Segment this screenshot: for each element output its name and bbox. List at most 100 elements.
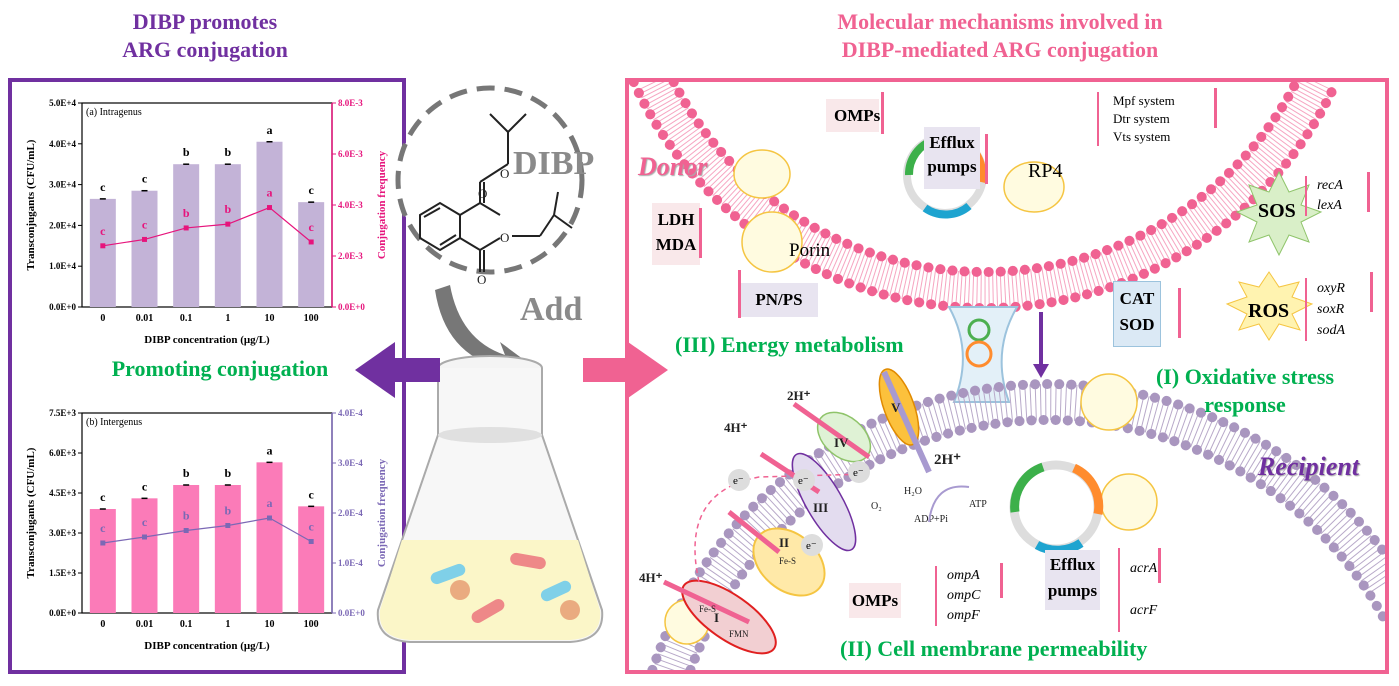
- y-axis-label: Transconjugants (CFU/mL): [25, 447, 37, 578]
- electron-path: [694, 473, 870, 583]
- x-tick-label: 0.1: [180, 619, 193, 630]
- y-tick-label: 6.0E+3: [49, 448, 76, 458]
- frequency-point: [225, 221, 231, 227]
- x-tick-label: 1: [225, 619, 230, 630]
- bar-significance-letter: b: [183, 466, 190, 480]
- adp-label: ADP+Pi: [914, 514, 948, 525]
- y2-tick-label: 8.0E-3: [338, 98, 363, 108]
- line-significance-letter: c: [100, 521, 106, 535]
- line-significance-letter: b: [183, 206, 190, 220]
- donor-membrane: [637, 82, 1333, 309]
- bar-significance-letter: b: [224, 466, 231, 480]
- frequency-point: [308, 239, 314, 245]
- frequency-point: [100, 243, 106, 249]
- x-axis-label: DIBP concentration (μg/L): [144, 640, 270, 652]
- dtr-system: Dtr system: [1113, 111, 1170, 126]
- bar: [256, 462, 283, 613]
- complex-iv-label: IV: [834, 435, 849, 450]
- porin-label: Porin: [789, 240, 831, 261]
- y-tick-label: 1.5E+3: [49, 568, 76, 578]
- cat-label: CAT: [1119, 289, 1155, 308]
- bar: [256, 141, 283, 307]
- bar-significance-letter: c: [100, 180, 106, 194]
- omps-bottom-up-arrow: [1000, 563, 1003, 598]
- center-graphic: O O O O DIBP Add: [355, 85, 668, 643]
- proton-label-1: 4H⁺: [639, 570, 663, 585]
- recipient-lipid-heads-outer: [647, 379, 1385, 670]
- lexa-gene: lexA: [1317, 198, 1342, 213]
- fmn-label: FMN: [729, 629, 749, 639]
- line-significance-letter: b: [224, 504, 231, 518]
- acra-up-arrow: [1158, 548, 1161, 583]
- y-tick-label: 0.0E+0: [49, 302, 76, 312]
- oxyr-gene: oxyR: [1317, 281, 1345, 296]
- y-tick-label: 4.0E+4: [49, 139, 76, 149]
- electron-label-2: e⁻: [798, 475, 809, 487]
- line-significance-letter: c: [142, 217, 148, 231]
- frequency-point: [308, 539, 314, 544]
- y2-tick-label: 3.0E-4: [338, 458, 363, 468]
- y2-axis-label: Conjugation frequency: [376, 150, 388, 259]
- ros-up-arrow: [1370, 272, 1373, 312]
- y-tick-label: 2.0E+4: [49, 220, 76, 230]
- y2-tick-label: 2.0E-4: [338, 508, 363, 518]
- left-title-line1: DIBP promotes: [132, 9, 278, 34]
- proton-label-4: 2H⁺: [934, 452, 961, 468]
- chart-title: (b) Intergenus: [86, 417, 142, 428]
- frequency-point: [142, 236, 147, 242]
- sos-label: SOS: [1258, 200, 1296, 222]
- frequency-line: [102, 206, 312, 247]
- line-significance-letter: c: [309, 220, 315, 234]
- cat-sod-box: CAT SOD: [1113, 281, 1161, 347]
- fes-label-2: Fe-S: [779, 556, 796, 566]
- complex-ii-label: II: [779, 535, 789, 550]
- x-tick-label: 0.01: [136, 619, 154, 630]
- frequency-point: [142, 534, 147, 540]
- bar-significance-letter: c: [142, 172, 148, 186]
- bar-significance-letter: a: [267, 443, 273, 457]
- complex-iii-label: III: [813, 500, 828, 515]
- complex-i-label: I: [714, 610, 719, 625]
- molecule-circle: [395, 85, 585, 275]
- y2-tick-label: 0.0E+0: [338, 608, 365, 618]
- efflux-bottom-line2: pumps: [1047, 581, 1098, 600]
- line-significance-letter: c: [309, 520, 315, 534]
- oxygen-atom: O: [478, 186, 487, 201]
- ldh-mda-box: LDH MDA: [652, 203, 700, 265]
- pnps-up-arrow: [738, 270, 741, 318]
- x-tick-label: 10: [265, 313, 275, 324]
- conjugation-bridge: [947, 306, 1019, 403]
- rp4-label: RP4: [1028, 160, 1063, 182]
- flask-icon: [376, 355, 604, 643]
- sos-up-arrow: [1367, 172, 1370, 212]
- x-tick-label: 100: [304, 619, 319, 630]
- fes-label-1: Fe-S: [699, 604, 716, 614]
- line-significance-letter: b: [224, 202, 231, 216]
- acr-genes: acrA acrF: [1118, 548, 1157, 632]
- bar-significance-letter: c: [100, 490, 106, 504]
- frequency-point: [183, 225, 189, 231]
- membrane-diagram: e⁻ e⁻ e⁻ e⁻ I Fe-S FMN II Fe-S III IV V …: [629, 82, 1385, 670]
- plasmid-transfer-1: [967, 318, 991, 342]
- x-tick-label: 100: [304, 313, 319, 324]
- frequency-point: [183, 528, 189, 533]
- frequency-point: [267, 205, 272, 211]
- y-tick-label: 7.5E+3: [49, 408, 76, 418]
- bar-significance-letter: c: [142, 479, 148, 493]
- right-title-line1: Molecular mechanisms involved in: [837, 9, 1163, 34]
- left-title-line2: ARG conjugation: [122, 37, 288, 62]
- electron-label-3: e⁻: [853, 467, 864, 479]
- membrane-permeability-label: (II) Cell membrane permeability: [840, 636, 1148, 661]
- electron-label-4: e⁻: [806, 540, 817, 552]
- frequency-point: [100, 540, 106, 546]
- y2-tick-label: 4.0E-3: [338, 200, 363, 210]
- bar-significance-letter: b: [224, 145, 231, 159]
- y-tick-label: 1.0E+4: [49, 261, 76, 271]
- line-significance-letter: c: [142, 515, 148, 529]
- y2-tick-label: 6.0E-3: [338, 149, 363, 159]
- mpf-system: Mpf system: [1113, 93, 1175, 108]
- ompf-gene: ompF: [947, 608, 980, 623]
- bar: [89, 198, 116, 307]
- energy-metabolism-label: (III) Energy metabolism: [675, 332, 904, 357]
